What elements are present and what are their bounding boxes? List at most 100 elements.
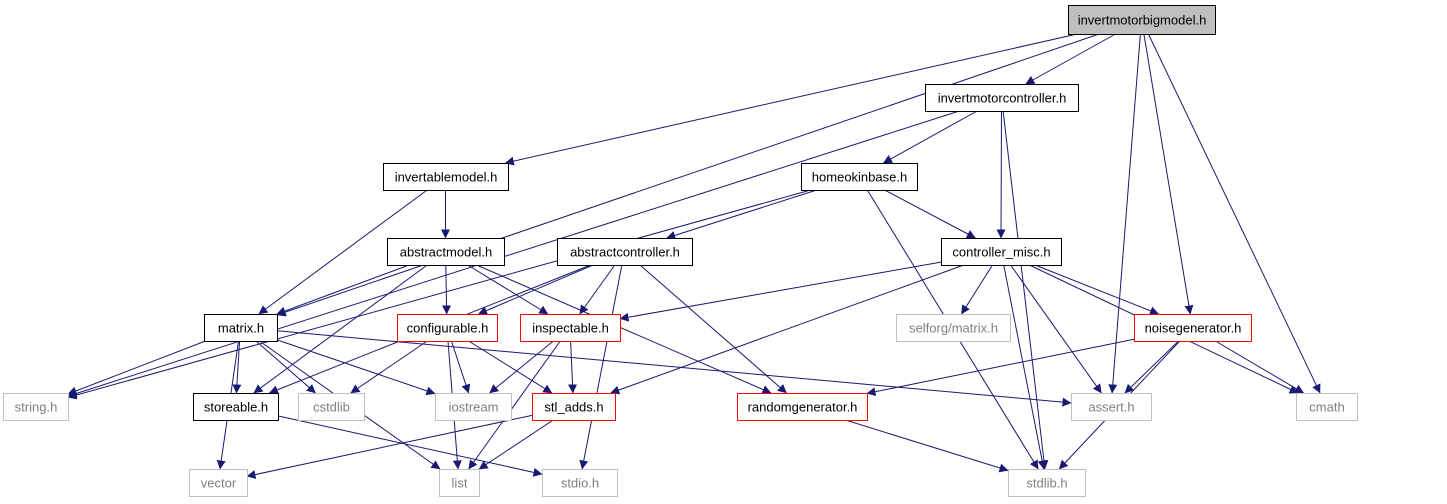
edge-controller_misc-to-assert (1010, 264, 1102, 394)
node-label: invertmotorcontroller.h (938, 91, 1067, 106)
node-homeokinbase[interactable]: homeokinbase.h (801, 163, 918, 191)
edge-noisegenerator-to-assert (1124, 340, 1179, 394)
node-invertmotorbigmodel[interactable]: invertmotorbigmodel.h (1068, 5, 1216, 35)
node-label: storeable.h (204, 400, 268, 415)
node-box (383, 163, 509, 191)
node-box (189, 469, 248, 497)
edge-invertmotorcontroller-to-stdlib (1002, 110, 1049, 470)
node-label: invertablemodel.h (395, 170, 498, 185)
node-label: abstractcontroller.h (570, 245, 680, 260)
edge-configurable-to-stl_adds (468, 340, 553, 394)
node-box (1068, 5, 1216, 35)
node-box (1008, 469, 1086, 497)
node-invertablemodel[interactable]: invertablemodel.h (383, 163, 509, 191)
node-box (298, 393, 365, 421)
node-label: vector (201, 476, 237, 491)
node-string: string.h (3, 393, 69, 421)
node-label: randomgenerator.h (748, 400, 858, 415)
node-label: stl_adds.h (544, 400, 603, 415)
node-box (557, 238, 693, 266)
edge-storeable-to-stdio (277, 415, 543, 477)
node-label: cmath (1309, 400, 1344, 415)
edge-invertmotorbigmodel-to-noisegenerator (1143, 33, 1194, 315)
edge-matrix-to-string (67, 340, 206, 396)
node-label: configurable.h (407, 321, 489, 336)
edge-noisegenerator-to-cmath (1215, 340, 1304, 394)
node-box (542, 469, 618, 497)
node-abstractmodel[interactable]: abstractmodel.h (387, 238, 505, 266)
node-randomgenerator[interactable]: randomgenerator.h (737, 393, 868, 421)
node-selforg-matrix: selforg/matrix.h (896, 314, 1011, 342)
node-box (1296, 393, 1358, 421)
edge-abstractcontroller-to-stdio (579, 264, 623, 470)
edge-matrix-to-assert (276, 330, 1072, 407)
node-storeable[interactable]: storeable.h (193, 393, 279, 421)
edge-matrix-to-storeable (232, 340, 242, 394)
node-cmath: cmath (1296, 393, 1358, 421)
edge-controller_misc-to-selforg_matrix (961, 264, 993, 315)
node-box (387, 238, 505, 266)
edge-inspectable-to-list (468, 340, 561, 470)
edge-stl_adds-to-vector (246, 414, 533, 479)
edge-invertmotorcontroller-to-string (67, 110, 960, 398)
node-box (1071, 393, 1152, 421)
edge-inspectable-to-iostream (489, 340, 554, 394)
node-box (193, 393, 279, 421)
node-controller-misc[interactable]: controller_misc.h (941, 238, 1062, 266)
edge-abstractmodel-to-inspectable (467, 264, 549, 315)
edge-abstractmodel-to-storeable (253, 264, 428, 394)
edge-abstractmodel-to-matrix (276, 264, 410, 316)
node-configurable[interactable]: configurable.h (397, 314, 498, 342)
node-label: noisegenerator.h (1145, 321, 1242, 336)
node-label: assert.h (1088, 400, 1134, 415)
node-stdlib: stdlib.h (1008, 469, 1086, 497)
node-noisegenerator[interactable]: noisegenerator.h (1134, 314, 1252, 342)
node-label: controller_misc.h (952, 245, 1050, 260)
node-label: invertmotorbigmodel.h (1078, 13, 1207, 28)
node-label: inspectable.h (532, 321, 609, 336)
edge-homeokinbase-to-controller_misc (884, 189, 976, 239)
edge-randomgenerator-to-stdlib (845, 419, 1009, 473)
node-stdio: stdio.h (542, 469, 618, 497)
node-label: iostream (449, 400, 499, 415)
edge-invertablemodel-to-matrix (258, 189, 428, 315)
edge-invertmotorbigmodel-to-invertmotorcontroller (1025, 33, 1116, 85)
edge-abstractmodel-to-configurable (442, 264, 452, 315)
node-label: homeokinbase.h (812, 170, 907, 185)
edge-noisegenerator-to-randomgenerator (866, 338, 1135, 397)
edge-abstractcontroller-to-configurable (478, 264, 594, 315)
edge-controller_misc-to-stdlib (1003, 264, 1047, 470)
node-iostream: iostream (435, 393, 512, 421)
node-abstractcontroller[interactable]: abstractcontroller.h (557, 238, 693, 266)
nodes-layer: invertmotorbigmodel.h invertmotorcontroll… (3, 5, 1358, 497)
node-cstdlib: cstdlib (298, 393, 365, 421)
edge-inspectable-to-stl_adds (568, 340, 578, 394)
edge-configurable-to-iostream (450, 340, 471, 394)
node-label: selforg/matrix.h (909, 321, 998, 336)
edge-abstractcontroller-to-inspectable (579, 264, 616, 315)
node-label: matrix.h (218, 321, 264, 336)
edge-configurable-to-cstdlib (350, 340, 428, 394)
node-box (204, 314, 278, 342)
edge-abstractcontroller-to-randomgenerator (639, 264, 787, 394)
edge-invertmotorcontroller-to-controller_misc (996, 110, 1006, 239)
node-invertmotorcontroller[interactable]: invertmotorcontroller.h (925, 84, 1079, 112)
node-box (520, 314, 621, 342)
node-box (3, 393, 69, 421)
node-label: abstractmodel.h (400, 245, 493, 260)
node-box (801, 163, 918, 191)
edge-matrix-to-iostream (276, 339, 436, 396)
node-box (896, 314, 1011, 342)
node-matrix[interactable]: matrix.h (204, 314, 278, 342)
node-box (925, 84, 1079, 112)
node-box (941, 238, 1062, 266)
edge-stl_adds-to-list (478, 419, 554, 470)
edge-controller_misc-to-inspectable (619, 261, 942, 322)
node-inspectable[interactable]: inspectable.h (520, 314, 621, 342)
edge-controller_misc-to-noisegenerator (1034, 264, 1159, 316)
edge-homeokinbase-to-string (67, 189, 811, 400)
node-box (397, 314, 498, 342)
node-vector: vector (189, 469, 248, 497)
node-label: list (452, 476, 468, 491)
node-stl-adds[interactable]: stl_adds.h (532, 393, 616, 421)
